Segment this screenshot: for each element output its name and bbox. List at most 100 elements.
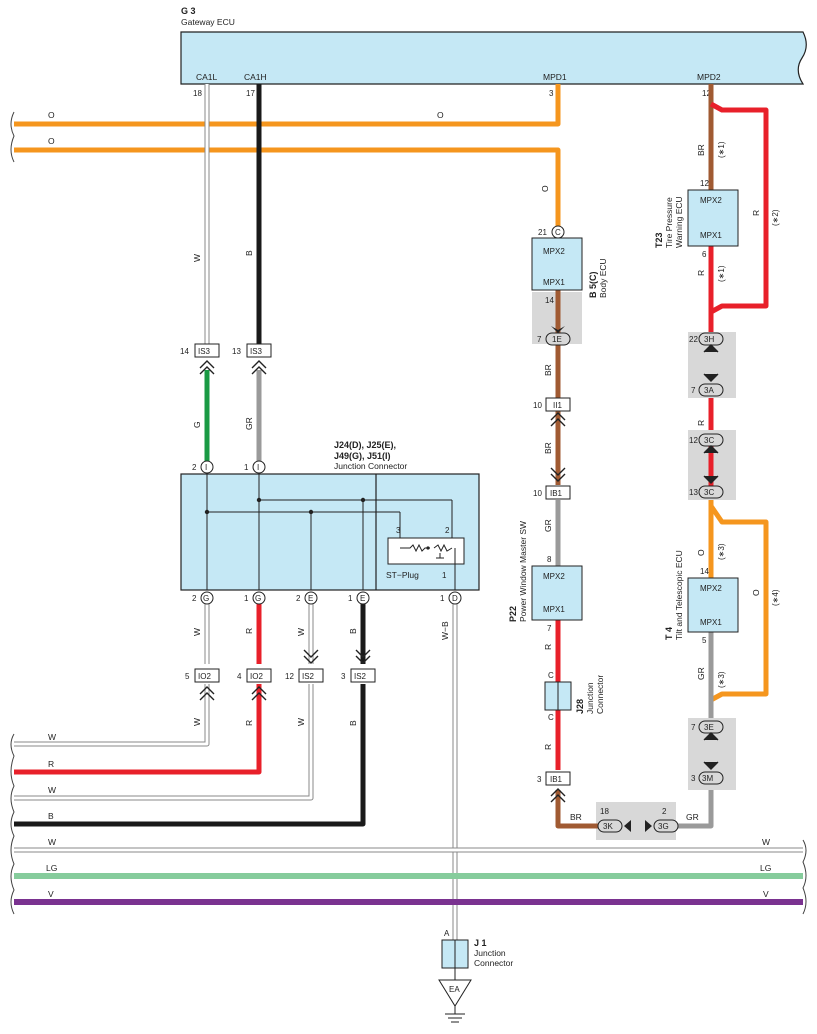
wl-o-mid: O <box>437 110 444 120</box>
jconn-name: Junction Connector <box>334 461 407 471</box>
io2-a-pin: 5 <box>185 672 190 681</box>
wl-r-tpw: R <box>696 270 706 276</box>
body-ecu-pin-bottom: 14 <box>545 296 554 305</box>
wl-bus-b: B <box>48 811 54 821</box>
is2-a-pin: 12 <box>285 672 294 681</box>
wl-r-io2: R <box>244 628 254 634</box>
tilt-code: T 4 <box>664 627 674 640</box>
junction-connector: J24(D), J25(E), J49(G), J51(I) Junction … <box>180 440 480 605</box>
gateway-pinno-3: 3 <box>549 89 554 98</box>
io2-b-pin: 4 <box>237 672 242 681</box>
c3m-label: 3M <box>702 774 713 783</box>
c3k-pin: 18 <box>600 807 609 816</box>
wl-bus-r: R <box>48 759 54 769</box>
stplug-label: ST−Plug <box>386 570 419 580</box>
wl-r-loop: R <box>751 210 761 216</box>
gateway-pinno-17: 17 <box>246 89 255 98</box>
wires <box>14 84 803 940</box>
stplug-pin-3: 3 <box>396 526 401 535</box>
note-3a: (∗3) <box>717 543 726 560</box>
wl-bus-lg: LG <box>46 863 57 873</box>
wl-w-io2-low: W <box>192 718 202 726</box>
is3-a-pin: 14 <box>180 347 189 356</box>
pwm-switch: MPX2 MPX1 8 7 P22 Power Window Master SW <box>508 521 583 633</box>
j1-connector: A J 1 Junction Connector EA <box>438 929 513 1023</box>
wl-w-ca1l: W <box>192 254 202 262</box>
jconn-bot-e1-pin: 1 <box>348 594 353 603</box>
wl-o-top: O <box>48 110 55 120</box>
tilt-bottom: MPX1 <box>700 618 722 627</box>
tpw-ecu-bottom: MPX1 <box>700 231 722 240</box>
jconn-bot-e2-label: E <box>308 594 313 603</box>
jconn-line2: J49(G), J51(I) <box>334 451 391 461</box>
wl-o-tilt: O <box>696 549 706 556</box>
wl-wb-j1: W−B <box>440 621 450 640</box>
ib1-a-label: IB1 <box>550 489 563 498</box>
c3c-b-label: 3C <box>704 488 714 497</box>
ib1-b-pin: 3 <box>537 775 542 784</box>
ib1-b-label: IB1 <box>550 775 563 784</box>
jconn-top-i1-pin: 1 <box>244 463 249 472</box>
wl-br-ii1: BR <box>543 442 553 454</box>
tpw-ecu-name1: Tire Pressure <box>664 197 674 248</box>
jconn-line1: J24(D), J25(E), <box>334 440 396 450</box>
pwm-top: MPX2 <box>543 572 565 581</box>
ib1-a-pin: 10 <box>533 489 542 498</box>
c3g-label: 3G <box>658 822 669 831</box>
body-ecu-conn: C <box>555 228 561 237</box>
tilt-pin-top: 14 <box>700 567 709 576</box>
c3e-label: 3E <box>704 723 714 732</box>
wl-b-is2-low: B <box>348 720 358 726</box>
j28-pin-top: C <box>548 671 554 680</box>
gateway-pinno-12: 12 <box>702 89 711 98</box>
jconn-top-i2-pin: 2 <box>192 463 197 472</box>
tilt-pin-bottom: 5 <box>702 636 707 645</box>
pwm-code: P22 <box>508 606 518 622</box>
j28-name2: Connector <box>595 675 605 714</box>
jconn-bot-d1-pin: 1 <box>440 594 445 603</box>
gateway-pin-ca1l: CA1L <box>196 72 218 82</box>
tpw-ecu-name2: Warning ECU <box>674 196 684 248</box>
is3-b-label: IS3 <box>250 347 263 356</box>
jconn-bot-g2-label: G <box>203 594 209 603</box>
body-ecu-code: B 5(C) <box>588 271 598 298</box>
pwm-pin-top: 8 <box>547 555 552 564</box>
jconn-bot-d1-label: D <box>452 594 458 603</box>
wl-gr-is3: GR <box>244 417 254 430</box>
wl-br-3k: BR <box>570 812 582 822</box>
wl-r-j28: R <box>543 744 553 750</box>
wl-bus-w1: W <box>48 732 56 742</box>
is2-b-label: IS2 <box>354 672 367 681</box>
j28-name1: Junction <box>585 682 595 714</box>
tpw-ecu-top: MPX2 <box>700 196 722 205</box>
wl-br-mpd2: BR <box>696 144 706 156</box>
body-ecu-pin-top: 21 <box>538 228 547 237</box>
gateway-pin-mpd1: MPD1 <box>543 72 567 82</box>
wl-o-left2: O <box>48 136 55 146</box>
is2-a-label: IS2 <box>302 672 315 681</box>
tpw-ecu-code: T23 <box>654 232 664 248</box>
jconn-top-i2-label: I <box>205 463 207 472</box>
j28-code: J28 <box>575 699 585 714</box>
tpw-ecu-pin-bottom: 6 <box>702 250 707 259</box>
tilt-top: MPX2 <box>700 584 722 593</box>
body-ecu-name: Body ECU <box>598 258 608 298</box>
note-4: (∗4) <box>771 589 780 606</box>
note-2: (∗2) <box>771 209 780 226</box>
wl-bus-w3: W <box>48 837 56 847</box>
io2-a-label: IO2 <box>198 672 211 681</box>
wl-br-1e: BR <box>543 364 553 376</box>
j28-connector: C C J28 Junction Connector <box>544 671 605 722</box>
tpw-ecu-pin-top: 12 <box>700 179 709 188</box>
c3k-label: 3K <box>603 822 613 831</box>
body-ecu: C 21 MPX2 MPX1 14 B 5(C) Body ECU <box>531 225 608 305</box>
wl-g-is3: G <box>192 421 202 428</box>
wl-bus-w2: W <box>48 785 56 795</box>
j1-code: J 1 <box>474 938 487 948</box>
stplug-pin-2: 2 <box>445 526 450 535</box>
jconn-bot-g1-pin: 1 <box>244 594 249 603</box>
j1-name2: Connector <box>474 958 513 968</box>
pwm-pin-bottom: 7 <box>547 624 552 633</box>
jconn-top-i1-label: I <box>257 463 259 472</box>
is3-a-label: IS3 <box>198 347 211 356</box>
